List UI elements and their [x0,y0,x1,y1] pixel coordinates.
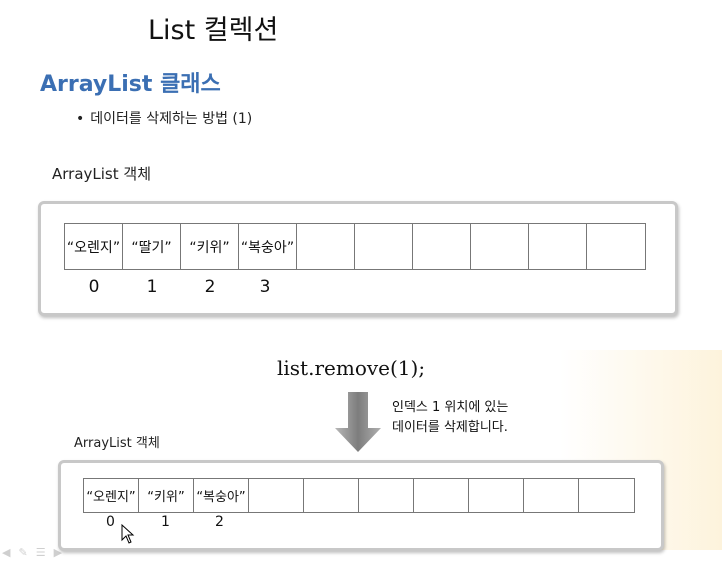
list-cell [471,224,529,269]
index-label: 1 [146,277,158,297]
next-slide-icon[interactable]: ▶ [53,546,63,559]
before-list-cells: “오렌지” “딸기” “키위” “복숭아” [64,223,646,270]
mouse-cursor-icon [121,524,135,544]
list-cell [359,479,414,512]
list-cell [469,479,524,512]
down-arrow-icon [335,392,381,452]
menu-icon[interactable]: ☰ [35,546,46,559]
list-cell: “딸기” [123,224,181,269]
index-label: 0 [106,514,115,530]
bullet-item: • 데이터를 삭제하는 방법 (1) [76,108,252,128]
list-cell [524,479,579,512]
after-list-label: ArrayList 객체 [74,436,160,451]
before-list-label: ArrayList 객체 [52,165,151,183]
index-label: 2 [204,277,216,297]
list-cell [413,224,471,269]
operation-note: 인덱스 1 위치에 있는 데이터를 삭제합니다. [392,398,508,438]
slide-title: List 컬렉션 [148,15,279,46]
remove-code: list.remove(1); [277,356,426,380]
list-cell [579,479,634,512]
list-cell: “오렌지” [65,224,123,269]
index-label: 2 [215,514,224,530]
list-cell [414,479,469,512]
list-cell: “오렌지” [84,479,139,512]
index-label: 3 [259,277,271,297]
prev-slide-icon[interactable]: ◀ [2,546,11,559]
pen-icon[interactable]: ✎ [18,546,28,559]
list-cell [355,224,413,269]
list-cell: “복숭아” [239,224,297,269]
list-cell [304,479,359,512]
list-cell [587,224,645,269]
note-line: 데이터를 삭제합니다. [392,420,508,435]
slideshow-toolbar[interactable]: ◀ ✎ ☰ ▶ [2,546,62,562]
index-label: 0 [88,277,100,297]
list-cell [297,224,355,269]
bullet-dot: • [76,111,85,127]
list-cell [249,479,304,512]
index-label: 1 [161,514,170,530]
list-cell [529,224,587,269]
list-cell: “키위” [181,224,239,269]
list-cell: “키위” [139,479,194,512]
after-list-cells: “오렌지” “키위” “복숭아” [83,478,635,513]
list-cell: “복숭아” [194,479,249,512]
bullet-text: 데이터를 삭제하는 방법 (1) [90,111,253,127]
note-line: 인덱스 1 위치에 있는 [392,400,509,415]
slide-subtitle: ArrayList 클래스 [40,72,221,97]
